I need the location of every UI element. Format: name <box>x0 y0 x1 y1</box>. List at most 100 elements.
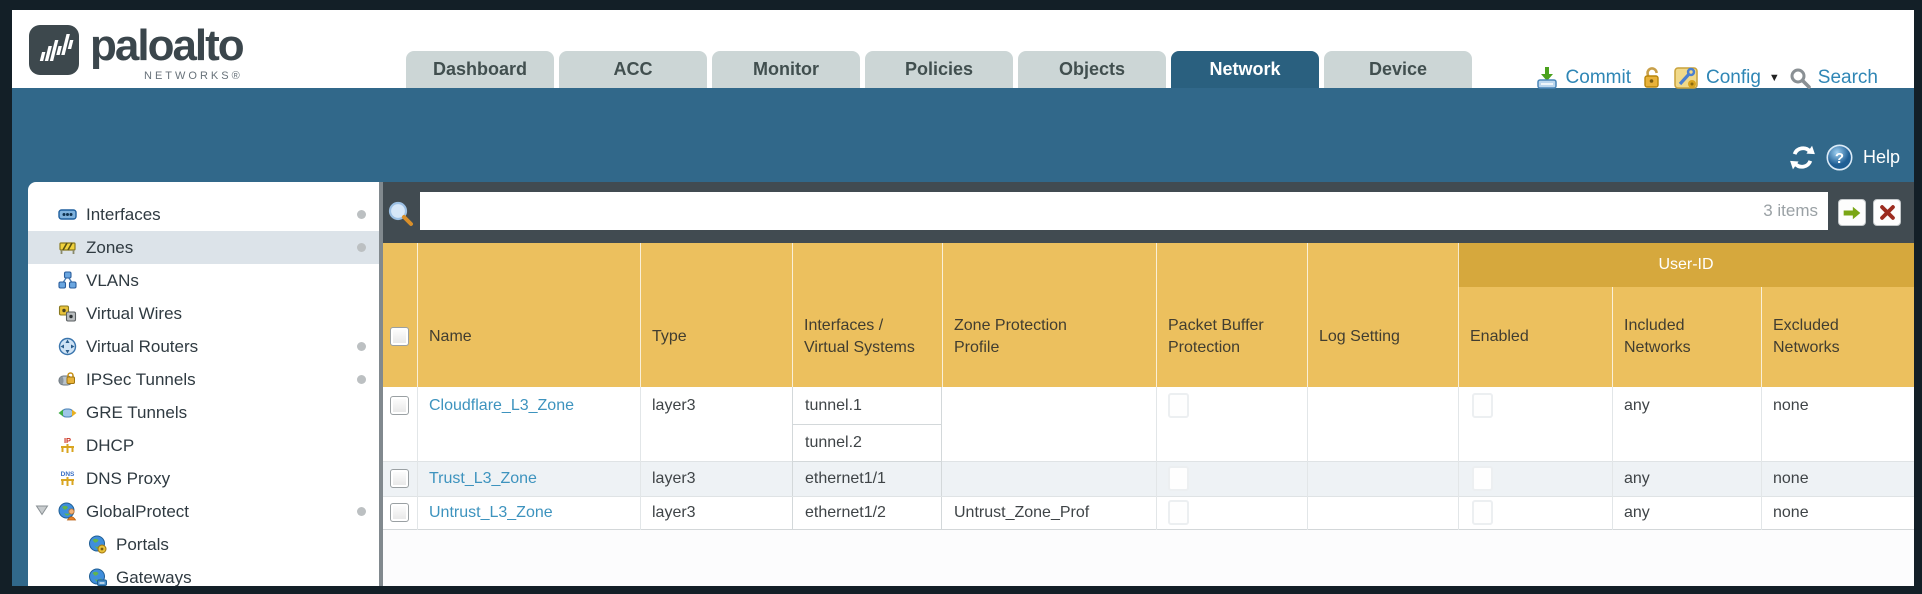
row-select-checkbox[interactable] <box>390 396 409 415</box>
sidebar-item-label: Gateways <box>116 567 192 587</box>
zones-table-header: User-ID Name Type Interfaces / Virtual S… <box>383 243 1914 387</box>
config-label: Config <box>1705 67 1761 88</box>
excluded-networks-cell: none <box>1773 504 1809 521</box>
col-header-included-networks[interactable]: Included Networks <box>1624 317 1691 356</box>
col-header-zone-protection-profile[interactable]: Zone Protection Profile <box>954 317 1067 356</box>
user-id-enabled-checkbox <box>1472 500 1493 525</box>
packet-buffer-checkbox <box>1168 466 1189 491</box>
tab-device[interactable]: Device <box>1324 51 1472 88</box>
green-arrow-icon <box>1843 206 1861 219</box>
body-separator <box>1307 387 1308 530</box>
paloalto-logo-icon <box>29 25 79 75</box>
zone-name-link[interactable]: Untrust_L3_Zone <box>429 504 553 521</box>
sidebar-item-label: Virtual Wires <box>86 303 183 323</box>
included-networks-cell: any <box>1624 470 1650 487</box>
user-id-enabled-checkbox <box>1472 393 1493 418</box>
col-header-log-setting[interactable]: Log Setting <box>1319 328 1400 345</box>
row-select-checkbox[interactable] <box>390 469 409 488</box>
col-header-interfaces[interactable]: Interfaces / Virtual Systems <box>804 317 915 356</box>
globalprotect-icon <box>58 502 77 521</box>
svg-text:IP: IP <box>64 436 71 445</box>
table-row: Cloudflare_L3_Zone layer3 tunnel.1 tunne… <box>383 387 1914 462</box>
commit-button[interactable]: Commit <box>1534 65 1631 91</box>
config-dropdown-caret: ▼ <box>1768 72 1780 84</box>
virtual-routers-icon <box>58 337 77 356</box>
search-icon <box>1790 68 1811 89</box>
app-header: paloalto NETWORKS® Dashboard ACC Monitor… <box>12 10 1914 91</box>
table-row: Untrust_L3_Zone layer3 ethernet1/2 Untru… <box>383 497 1914 530</box>
svg-text:?: ? <box>1835 150 1844 167</box>
sidebar-item-vlans[interactable]: VLANs <box>28 264 379 297</box>
sidebar-item-label: Virtual Routers <box>86 336 199 356</box>
zone-protection-profile-cell: Untrust_Zone_Prof <box>954 504 1090 521</box>
help-label[interactable]: Help <box>1862 147 1900 167</box>
status-dot <box>357 210 366 219</box>
search-button[interactable]: Search <box>1789 67 1878 90</box>
sidebar-item-virtual-routers[interactable]: Virtual Routers <box>28 330 379 363</box>
brand-name: paloalto <box>90 21 245 70</box>
select-all-checkbox[interactable] <box>390 327 409 346</box>
apply-filter-button[interactable] <box>1838 199 1866 226</box>
banner-icons: ? Help <box>1789 144 1900 171</box>
dhcp-icon: IP <box>61 436 74 453</box>
tab-objects[interactable]: Objects <box>1018 51 1166 88</box>
main-nav-tabs: Dashboard ACC Monitor Policies Objects N… <box>406 51 1472 88</box>
sidebar-item-zones[interactable]: Zones <box>28 231 379 264</box>
excluded-networks-cell: none <box>1773 470 1809 487</box>
tab-acc[interactable]: ACC <box>559 51 707 88</box>
sidebar-item-label: IPSec Tunnels <box>86 369 196 389</box>
body-separator <box>640 387 641 530</box>
sidebar-item-label: Portals <box>116 534 169 554</box>
red-x-icon <box>1879 205 1895 220</box>
tab-monitor[interactable]: Monitor <box>712 51 860 88</box>
clear-filter-button[interactable] <box>1873 199 1901 226</box>
col-header-type[interactable]: Type <box>652 328 687 345</box>
filter-search-icon[interactable] <box>387 200 414 227</box>
col-header-packet-buffer-protection[interactable]: Packet Buffer Protection <box>1168 317 1264 356</box>
body-separator <box>1156 387 1157 530</box>
expander-icon[interactable] <box>35 503 49 517</box>
body-separator <box>1761 387 1762 530</box>
refresh-icon[interactable] <box>1789 144 1816 171</box>
col-header-enabled[interactable]: Enabled <box>1470 328 1529 345</box>
tab-dashboard[interactable]: Dashboard <box>406 51 554 88</box>
sidebar-item-portals[interactable]: Portals <box>28 528 379 561</box>
brand-subtitle: NETWORKS® <box>144 70 243 82</box>
config-button[interactable]: Config ▼ <box>1673 65 1780 91</box>
included-networks-cell: any <box>1624 504 1650 521</box>
sidebar-divider <box>379 182 383 586</box>
sidebar-item-interfaces[interactable]: Interfaces <box>28 198 379 231</box>
gre-tunnels-icon <box>58 408 77 418</box>
zone-name-link[interactable]: Cloudflare_L3_Zone <box>429 397 574 414</box>
commit-label: Commit <box>1565 67 1631 88</box>
sidebar-item-label: DHCP <box>86 435 135 455</box>
sidebar-item-dhcp[interactable]: IP DHCP <box>28 429 379 462</box>
col-header-excluded-networks[interactable]: Excluded Networks <box>1773 317 1840 356</box>
zones-icon <box>59 242 76 254</box>
sidebar-item-dns-proxy[interactable]: DNS DNS Proxy <box>28 462 379 495</box>
help-icon[interactable]: ? <box>1826 144 1853 171</box>
interface-cell: tunnel.1 <box>792 387 942 425</box>
zone-name-link[interactable]: Trust_L3_Zone <box>429 470 537 487</box>
interfaces-icon <box>58 209 77 220</box>
body-separator <box>1458 387 1459 530</box>
sidebar-item-label: DNS Proxy <box>86 468 171 488</box>
tab-network[interactable]: Network <box>1171 51 1319 88</box>
interface-cell: ethernet1/1 <box>792 462 942 496</box>
sidebar-item-gre-tunnels[interactable]: GRE Tunnels <box>28 396 379 429</box>
sidebar-item-virtual-wires[interactable]: Virtual Wires <box>28 297 379 330</box>
tab-policies[interactable]: Policies <box>865 51 1013 88</box>
lock-icon[interactable] <box>1640 65 1664 91</box>
virtual-wires-icon <box>58 305 77 322</box>
status-dot <box>357 507 366 516</box>
sidebar-item-gateways[interactable]: Gateways <box>28 561 379 586</box>
row-select-checkbox[interactable] <box>390 503 409 522</box>
sidebar-item-globalprotect[interactable]: GlobalProtect <box>28 495 379 528</box>
body-separator <box>1612 387 1613 530</box>
filter-input[interactable] <box>420 192 1828 230</box>
ipsec-tunnels-icon <box>58 372 75 386</box>
portals-icon <box>89 535 107 554</box>
col-header-name[interactable]: Name <box>429 328 472 345</box>
sidebar-item-ipsec-tunnels[interactable]: IPSec Tunnels <box>28 363 379 396</box>
